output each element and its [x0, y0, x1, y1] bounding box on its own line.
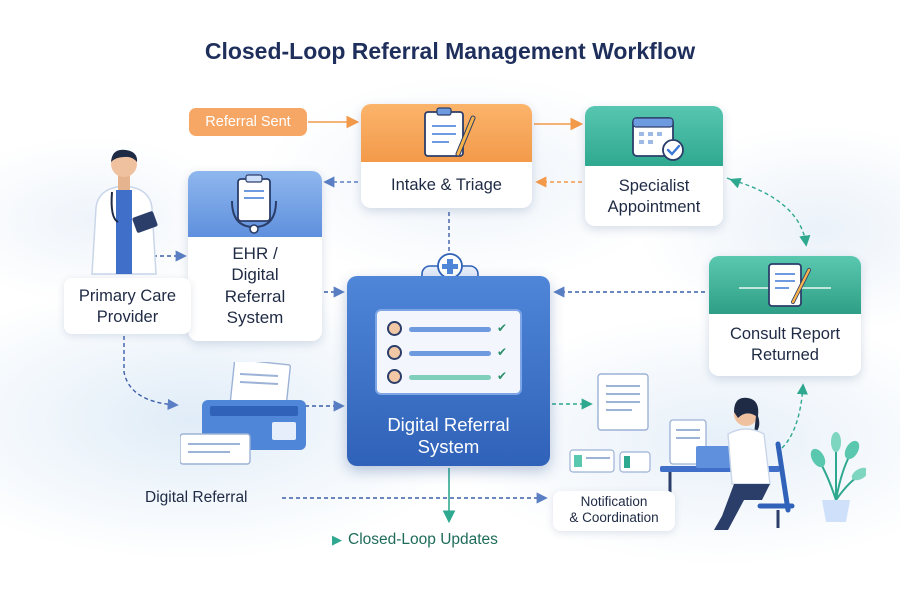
ehr-digital-referral-card: EHR / Digital Referral System: [188, 171, 322, 341]
printer-fax-illustration: [180, 362, 306, 465]
digital-referral-system-panel: ✔ ✔ ✔ Digital Referral System: [347, 276, 550, 466]
specialist-label: Specialist Appointment: [585, 176, 723, 217]
system-label-line1: Digital Referral: [387, 414, 510, 435]
consult-report-card: Consult Report Returned: [709, 256, 861, 376]
page-title: Closed-Loop Referral Management Workflow: [204, 38, 696, 64]
intake-triage-card: Intake & Triage: [361, 104, 532, 208]
consult-label-line2: Returned: [751, 345, 819, 364]
check-icon: ✔: [497, 345, 508, 359]
arrow-specialist-to-consult: [731, 179, 811, 247]
patient-avatar: [387, 369, 402, 384]
arrow-provider-to-printer: [123, 336, 179, 411]
check-icon: ✔: [497, 369, 508, 383]
ehr-label-line3: Referral: [224, 286, 286, 306]
pcp-label-line1: Primary Care: [78, 287, 177, 305]
closed-loop-updates-label: ▶ Closed-Loop Updates: [324, 525, 538, 555]
plant-decoration: [810, 432, 866, 522]
primary-care-provider-label: Primary Care Provider: [64, 278, 191, 334]
ehr-card-header: [188, 171, 322, 237]
report-pen-icon: [739, 263, 831, 307]
patient-row: ✔: [387, 319, 512, 339]
consult-label-line1: Consult Report: [729, 325, 841, 343]
patient-avatar: [387, 345, 402, 360]
system-screen: ✔ ✔ ✔: [375, 309, 522, 395]
consult-label: Consult Report Returned: [709, 324, 861, 365]
digital-referral-label: Digital Referral: [145, 489, 248, 506]
status-cards-illustration: [569, 449, 651, 473]
specialist-desk-illustration: [660, 397, 795, 530]
notif-label-line1: Notification: [580, 494, 648, 509]
clipboard-pen-icon: [424, 107, 476, 157]
progress-line: [409, 327, 491, 332]
intake-card-header: [361, 104, 532, 162]
patient-row: ✔: [387, 343, 512, 363]
consult-card-header: [709, 256, 861, 314]
system-label: Digital Referral System: [347, 414, 550, 458]
specialist-label-line1: Specialist: [618, 177, 690, 195]
specialist-label-line2: Appointment: [607, 197, 701, 216]
referral-sent-badge: Referral Sent: [189, 108, 307, 136]
calendar-check-icon: [632, 117, 684, 161]
specialist-appointment-card: Specialist Appointment: [585, 106, 723, 226]
pcp-label-line2: Provider: [96, 307, 159, 326]
ehr-label-line4: System: [226, 307, 284, 327]
documents-illustration: [597, 373, 649, 431]
ehr-label-line2: Digital: [231, 265, 279, 285]
ehr-label-line1: EHR /: [232, 244, 278, 263]
play-icon: ▶: [332, 532, 342, 547]
doctor-illustration: [91, 149, 158, 275]
system-label-line2: System: [417, 436, 480, 458]
patient-avatar: [387, 321, 402, 336]
patient-row: ✔: [387, 367, 512, 387]
closed-loop-text: Closed-Loop Updates: [348, 531, 498, 548]
arrow-specialist-to-consult-up: [781, 383, 809, 449]
specialist-card-header: [585, 106, 723, 166]
check-icon: ✔: [497, 321, 508, 335]
document-stethoscope-icon: [231, 174, 277, 234]
ehr-label: EHR / Digital Referral System: [188, 243, 322, 328]
intake-label: Intake & Triage: [391, 176, 502, 194]
notif-label-line2: & Coordination: [569, 509, 659, 525]
progress-line: [409, 375, 491, 380]
progress-line: [409, 351, 491, 356]
notification-coordination-label: Notification & Coordination: [553, 491, 675, 531]
